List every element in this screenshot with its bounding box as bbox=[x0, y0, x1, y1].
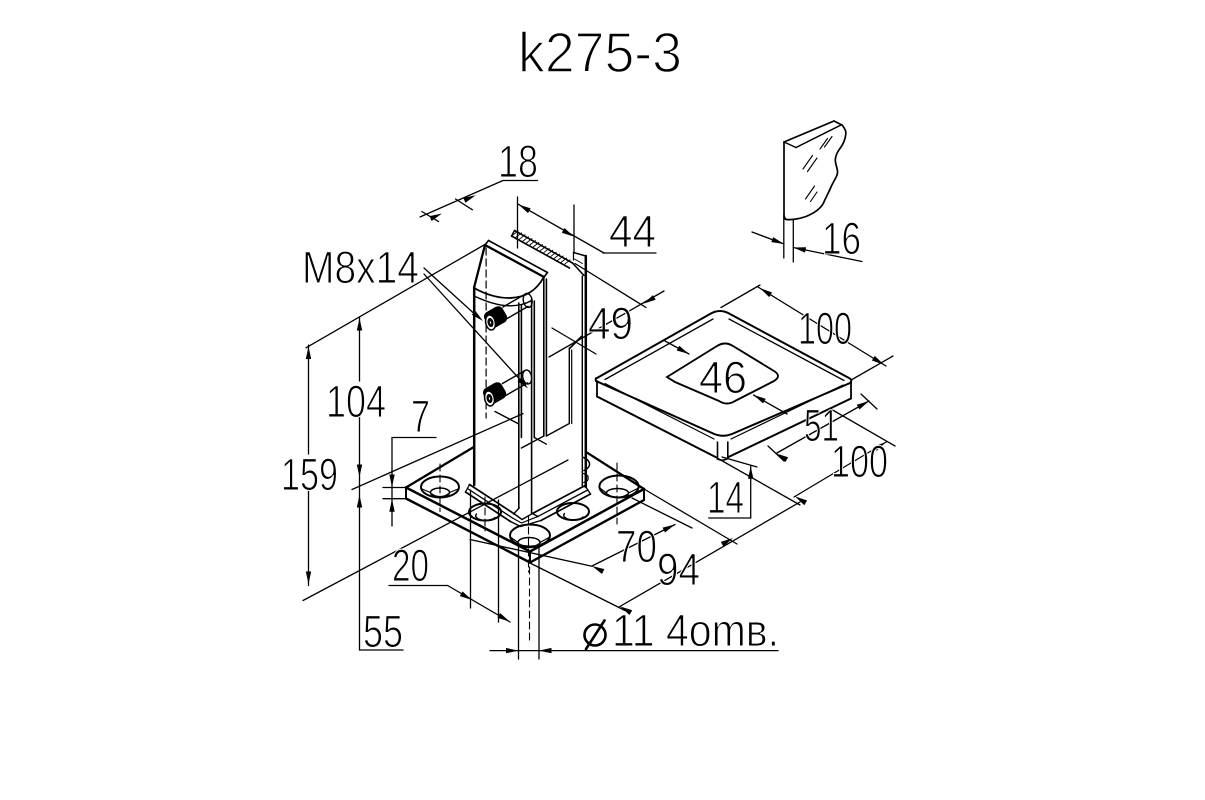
svg-text:11 4оmв.: 11 4оmв. bbox=[612, 605, 779, 656]
svg-text:16: 16 bbox=[822, 213, 861, 264]
svg-text:49: 49 bbox=[588, 298, 633, 349]
svg-text:44: 44 bbox=[609, 206, 656, 257]
svg-text:100: 100 bbox=[831, 436, 888, 487]
svg-text:46: 46 bbox=[699, 352, 747, 403]
svg-text:7: 7 bbox=[411, 391, 430, 442]
svg-text:100: 100 bbox=[798, 303, 852, 354]
svg-text:104: 104 bbox=[326, 376, 386, 427]
svg-text:94: 94 bbox=[657, 544, 700, 595]
svg-text:18: 18 bbox=[498, 136, 538, 187]
svg-text:M8x14: M8x14 bbox=[302, 242, 419, 293]
svg-text:51: 51 bbox=[804, 400, 839, 451]
svg-text:k275-3: k275-3 bbox=[518, 21, 682, 85]
svg-text:20: 20 bbox=[392, 540, 429, 591]
svg-text:14: 14 bbox=[707, 472, 744, 523]
svg-text:70: 70 bbox=[616, 521, 657, 572]
svg-text:55: 55 bbox=[363, 606, 403, 657]
svg-text:159: 159 bbox=[281, 449, 338, 500]
